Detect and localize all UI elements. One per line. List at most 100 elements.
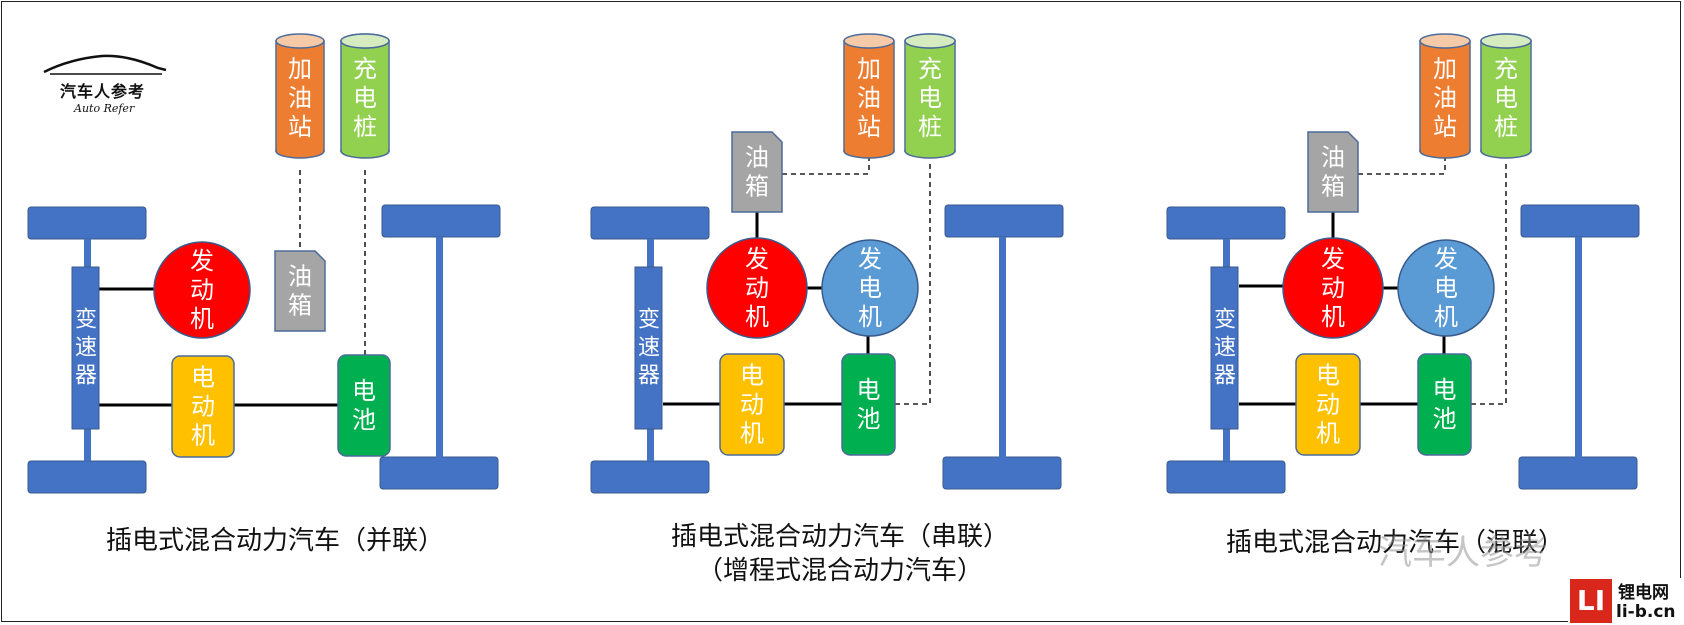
- front-left-wheel: [27, 206, 147, 240]
- electric-motor: 电动机: [171, 355, 235, 458]
- auto-refer-logo: 汽车人参考 Auto Refer: [40, 50, 170, 125]
- charging-pile-label: 充: [1494, 55, 1518, 83]
- transmission-label: 速: [75, 336, 97, 361]
- generator: 发电机: [821, 239, 919, 337]
- generator: 发电机: [1397, 239, 1495, 337]
- engine: 发动机: [1282, 237, 1384, 339]
- fuel-tank-label: 箱: [745, 173, 769, 201]
- generator-circle: [821, 239, 919, 337]
- caption-mixed: 插电式混合动力汽车（混联）: [1195, 522, 1595, 559]
- fuel-station: 加油站: [275, 33, 325, 159]
- transmission-label: 器: [1214, 364, 1236, 389]
- generator-circle: [1397, 239, 1495, 337]
- caption-line: （增程式混合动力汽车）: [696, 556, 983, 586]
- battery-label: 池: [1433, 405, 1457, 433]
- charging-pile-label: 桩: [353, 113, 377, 141]
- engine-circle: [1282, 237, 1384, 339]
- electric-motor-label: 机: [191, 422, 215, 450]
- fuel-tank-label: 箱: [288, 292, 312, 320]
- charging-pile-label: 电: [918, 84, 942, 112]
- caption-line: 插电式混合动力汽车（混联）: [1225, 528, 1564, 558]
- fuel-station-top: [1419, 33, 1471, 49]
- fuel-station-fill: [1420, 41, 1470, 150]
- electric-motor-label: 动: [1316, 391, 1340, 419]
- engine-label: 动: [190, 276, 214, 304]
- electric-motor-label: 机: [740, 420, 764, 448]
- fuel-station-label: 油: [1433, 84, 1457, 112]
- fuel-station-label: 油: [288, 84, 312, 112]
- right-axle-shaft: [1575, 237, 1582, 458]
- electric-motor-label: 电: [1316, 362, 1340, 390]
- fuel-tank: 油箱: [1307, 131, 1359, 213]
- electric-motor-label: 电: [740, 362, 764, 390]
- fuel-tank-shape: [1307, 131, 1359, 213]
- fuel-station-label: 加: [288, 55, 312, 83]
- engine-circle: [153, 241, 251, 339]
- electric-motor-label: 动: [740, 391, 764, 419]
- fuel-tank-label: 箱: [1321, 173, 1345, 201]
- fuel-tank-shape: [731, 131, 783, 213]
- electric-motor: 电动机: [1295, 353, 1361, 456]
- fuel-station-top: [275, 33, 325, 49]
- transmission-label: 速: [638, 336, 660, 361]
- fuel-station: 加油站: [1419, 33, 1471, 159]
- generator-label: 电: [1434, 274, 1458, 302]
- car-silhouette-icon: [43, 54, 167, 75]
- fuel-tank-label: 油: [745, 144, 769, 172]
- fuel-station: 加油站: [843, 33, 895, 159]
- generator-label: 电: [858, 274, 882, 302]
- corner-logo-url: li-b.cn: [1616, 602, 1676, 622]
- right-axle-shaft: [999, 237, 1006, 458]
- electric-motor: 电动机: [719, 353, 785, 456]
- charging-pile-fill: [1481, 41, 1531, 150]
- watermark-text: 汽车人参考: [1378, 533, 1548, 573]
- battery-box: [841, 353, 896, 456]
- electric-motor-label: 机: [1316, 420, 1340, 448]
- fuel-station-label: 加: [1433, 55, 1457, 83]
- battery: 电池: [1417, 353, 1472, 456]
- generator-label: 发: [858, 245, 882, 273]
- transmission-label: 变: [638, 308, 660, 333]
- fuel-station-fill: [276, 41, 324, 150]
- battery: 电池: [841, 353, 896, 456]
- electric-motor-label: 电: [191, 364, 215, 392]
- li-b-corner-logo: LI 锂电网 li-b.cn: [1568, 578, 1684, 625]
- right-axle-shaft: [436, 237, 443, 458]
- charging-pile-fill: [341, 41, 389, 150]
- fuel-station-top: [843, 33, 895, 49]
- fuel-station-fill: [844, 41, 894, 150]
- charging-pile-label: 桩: [918, 113, 942, 141]
- transmission-label: 变: [1214, 308, 1236, 333]
- generator-label: 发: [1434, 245, 1458, 273]
- caption-parallel: 插电式混合动力汽车（并联）: [75, 520, 475, 557]
- engine-label: 机: [190, 305, 214, 333]
- engine-label: 发: [745, 245, 769, 273]
- rear-right-wheel: [1518, 456, 1638, 490]
- battery-label: 池: [857, 405, 881, 433]
- battery-label: 电: [352, 377, 376, 405]
- transmission-label: 器: [638, 364, 660, 389]
- electric-motor-label: 动: [191, 393, 215, 421]
- battery-label: 电: [1433, 376, 1457, 404]
- transmission-box: [71, 266, 100, 430]
- fuel-station-label: 站: [1433, 113, 1457, 141]
- transmission-box: [1210, 266, 1239, 430]
- rear-left-wheel: [590, 460, 710, 494]
- charger-top: [340, 33, 390, 49]
- charging-pile-label: 桩: [1494, 113, 1518, 141]
- engine-label: 机: [1321, 303, 1345, 331]
- engine-label: 动: [1321, 274, 1345, 302]
- generator-label: 机: [1434, 303, 1458, 331]
- generator-label: 机: [858, 303, 882, 331]
- caption-series: 插电式混合动力汽车（串联） （增程式混合动力汽车）: [630, 520, 1050, 588]
- fuel-tank: 油箱: [274, 250, 326, 332]
- battery-box: [337, 354, 391, 457]
- fuel-station-label: 站: [857, 113, 881, 141]
- front-left-wheel: [1166, 206, 1286, 240]
- charging-pile-label: 充: [918, 55, 942, 83]
- charging-pile-label: 充: [353, 55, 377, 83]
- fuel-tank: 油箱: [731, 131, 783, 213]
